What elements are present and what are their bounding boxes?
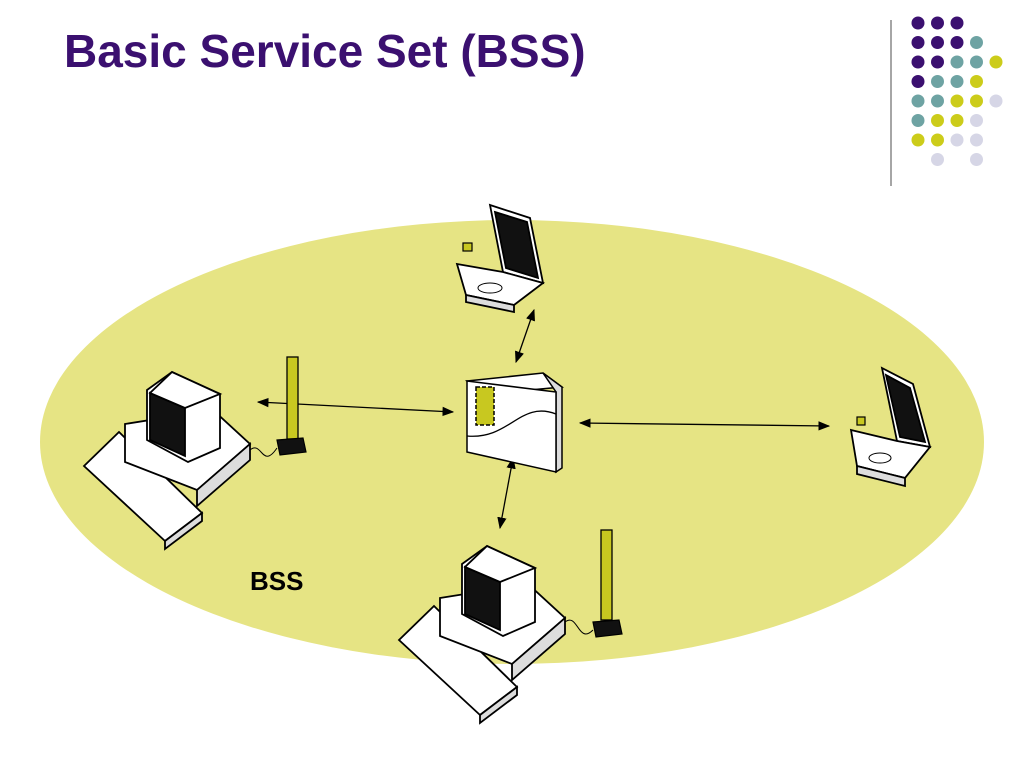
decorative-dot — [950, 94, 964, 108]
decorative-dot — [911, 133, 925, 147]
decorative-dot — [989, 94, 1003, 108]
decorative-dot — [950, 16, 964, 30]
decorative-dot — [950, 114, 964, 127]
decorative-dot — [931, 75, 944, 88]
decorative-dot — [970, 36, 983, 49]
decorative-dot — [931, 94, 944, 108]
decorative-dot — [911, 55, 925, 69]
decorative-dot — [989, 55, 1003, 69]
decorative-dot — [931, 153, 944, 166]
decorative-dot — [970, 153, 983, 166]
decorative-dot — [931, 36, 944, 49]
decorative-dot — [970, 55, 983, 69]
decorative-dot-grid — [911, 16, 1003, 166]
decorative-dot — [911, 94, 925, 108]
decorative-dot — [931, 133, 944, 147]
desktop-bottom-icon — [397, 529, 623, 725]
laptop-top-icon — [455, 203, 545, 314]
decorative-dot — [911, 36, 925, 49]
bss-label: BSS — [250, 566, 303, 596]
access-point-icon — [464, 372, 565, 474]
link-ap-desktop-bottom — [497, 456, 516, 530]
decorative-dot — [911, 75, 925, 88]
laptop-right-icon — [849, 366, 932, 488]
link-ap-laptop-right — [578, 418, 831, 431]
decorative-dot — [911, 16, 925, 30]
slide-title: Basic Service Set (BSS) — [64, 25, 586, 77]
decorative-dot — [970, 114, 983, 127]
decorative-dot — [970, 75, 983, 88]
decorative-dot — [970, 94, 983, 108]
link-ap-laptop-top — [515, 308, 535, 364]
decorative-dot — [931, 55, 944, 69]
decorative-dot — [950, 75, 964, 88]
decorative-dot — [931, 114, 944, 127]
decorative-dot — [911, 114, 925, 127]
decorative-dot — [950, 133, 964, 147]
decorative-dot — [970, 133, 983, 147]
decorative-dot — [950, 36, 964, 49]
desktop-left-icon — [82, 356, 307, 551]
decorative-dot — [950, 55, 964, 69]
decorative-dot — [931, 16, 944, 30]
